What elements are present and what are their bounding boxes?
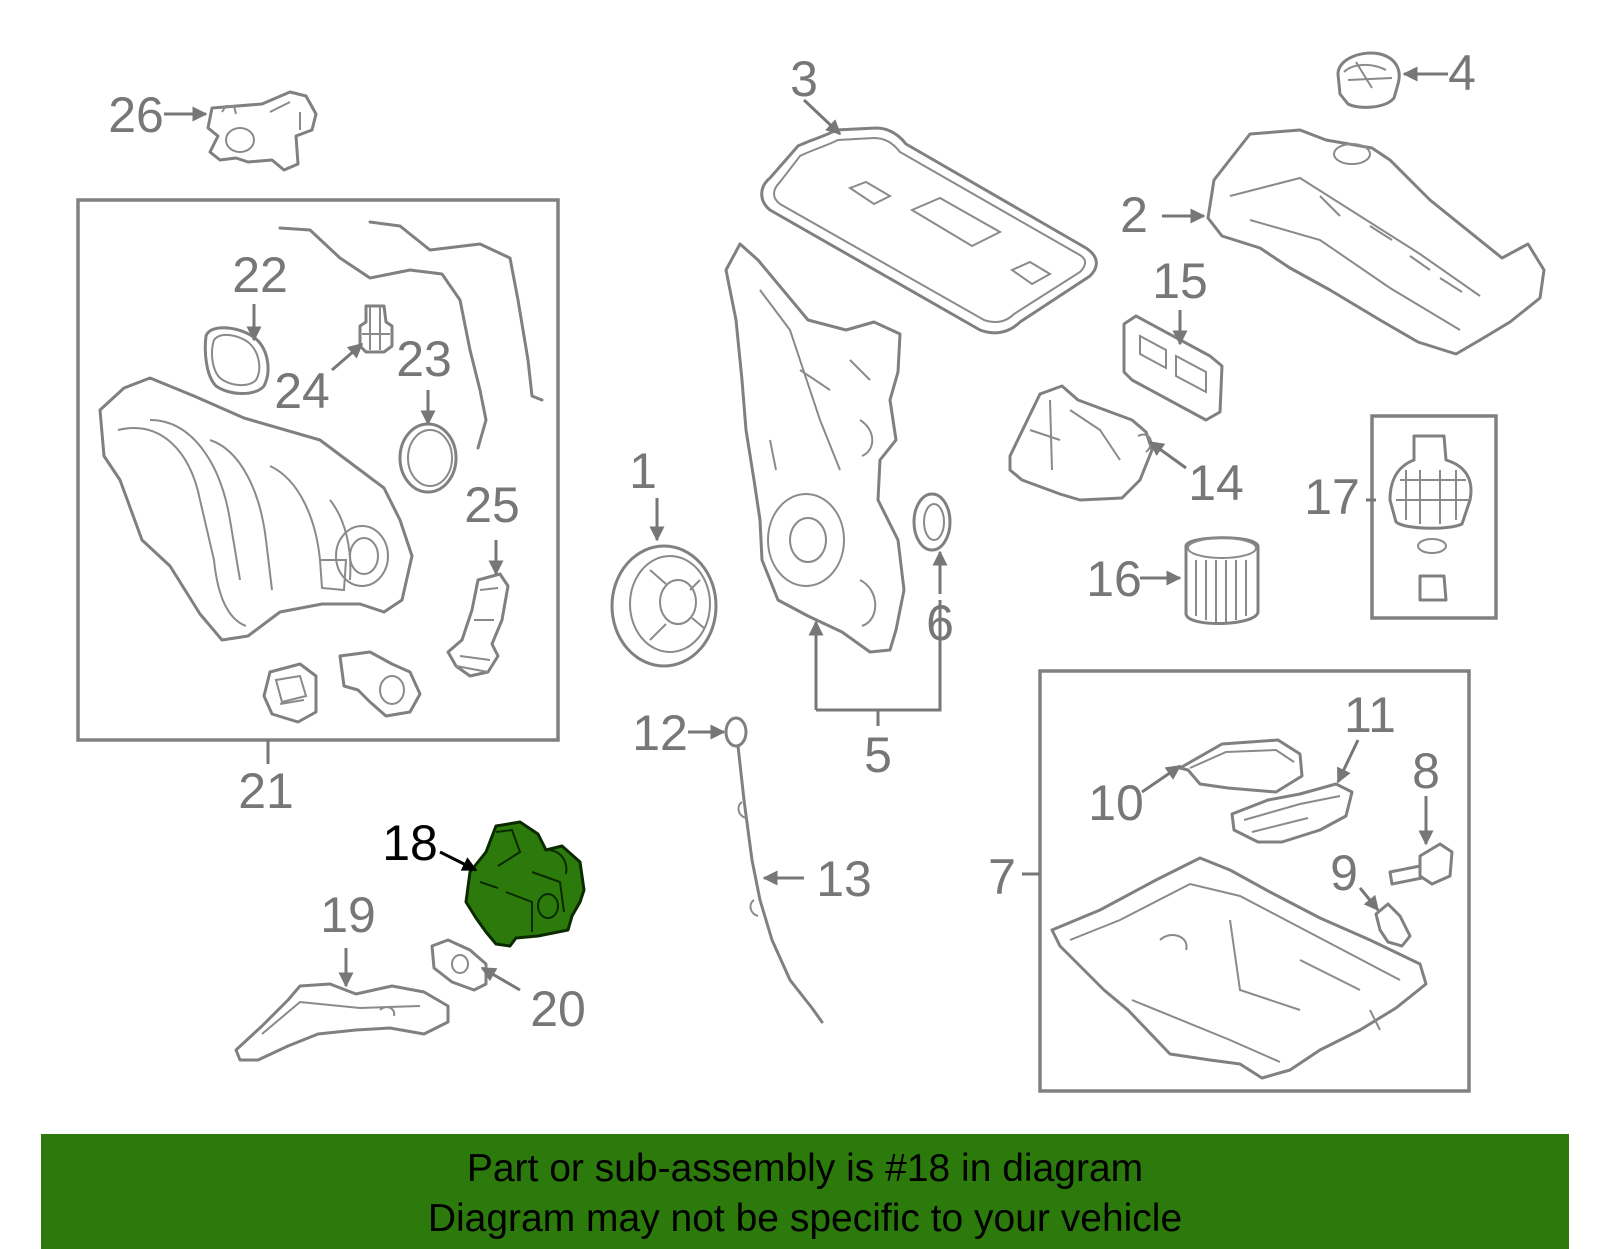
part-9-drain-plug[interactable] (1374, 902, 1412, 948)
callout-4: 4 (1448, 45, 1476, 101)
callout-6: 6 (926, 595, 954, 651)
part-26-engine-mount[interactable] (206, 90, 318, 172)
callout-17: 17 (1304, 469, 1360, 525)
part-7-oil-pan[interactable] (1050, 856, 1428, 1080)
part-5-timing-chain-cover[interactable] (724, 242, 906, 654)
part-16-oil-filter[interactable] (1184, 536, 1260, 625)
callout-26: 26 (108, 87, 164, 143)
part-13-dipstick-tube[interactable] (736, 744, 824, 1024)
callout-24: 24 (274, 363, 330, 419)
part-19-bracket[interactable] (234, 982, 450, 1062)
part-24-sensor[interactable] (358, 304, 394, 354)
intake-manifold-group-box (76, 198, 560, 742)
part-6-front-crank-seal[interactable] (912, 492, 952, 552)
part-3-valve-cover-gasket[interactable] (760, 126, 1098, 335)
part-8-bolt[interactable] (1388, 842, 1454, 886)
banner-part-note: Part or sub-assembly is #18 in diagram (466, 1147, 1144, 1190)
callout-10: 10 (1088, 775, 1144, 831)
part-4-oil-filler-cap[interactable] (1336, 51, 1401, 109)
part-21-intake-manifold[interactable] (98, 376, 414, 642)
callout-2: 2 (1120, 187, 1148, 243)
oil-filter-housing-group-box (1370, 414, 1498, 620)
oil-pan-group-box (1038, 669, 1471, 1093)
callout-21: 21 (238, 763, 294, 819)
callout-22: 22 (232, 247, 288, 303)
part-11-oil-strainer[interactable] (1230, 782, 1354, 844)
callout-13: 13 (816, 851, 872, 907)
callout-11: 11 (1344, 687, 1396, 743)
callout-16: 16 (1086, 551, 1142, 607)
part-17-oil-filter-housing-cap[interactable] (1388, 434, 1473, 602)
info-banner: Part or sub-assembly is #18 in diagram D… (41, 1134, 1569, 1249)
part-25-actuator[interactable] (446, 572, 510, 678)
callout-labels: 1 2 3 4 5 6 7 8 9 10 11 12 13 14 15 16 1… (108, 45, 1476, 1037)
part-12-dipstick-handle[interactable] (724, 716, 748, 748)
callout-19: 19 (320, 887, 376, 943)
callout-12: 12 (632, 705, 688, 761)
callout-25: 25 (464, 477, 520, 533)
part-2-valve-cover[interactable] (1206, 128, 1546, 356)
callout-1: 1 (629, 443, 657, 499)
part-10-oil-baffle[interactable] (1178, 738, 1304, 794)
part-22-intake-gasket[interactable] (203, 326, 270, 395)
part-vacuum-hoses (278, 220, 544, 450)
callout-20: 20 (530, 981, 586, 1037)
callout-9: 9 (1330, 845, 1358, 901)
part-21-small-gaskets (262, 650, 422, 724)
callout-23: 23 (396, 331, 452, 387)
leader-lines (164, 66, 1448, 992)
callout-18: 18 (382, 815, 438, 871)
callout-14: 14 (1188, 455, 1244, 511)
callout-3: 3 (790, 51, 818, 107)
part-15-gasket[interactable] (1122, 314, 1224, 422)
part-18-highlighted-component[interactable] (464, 820, 586, 948)
callout-15: 15 (1152, 253, 1208, 309)
callout-5: 5 (864, 727, 892, 783)
part-23-o-ring[interactable] (398, 422, 458, 494)
callout-7: 7 (988, 849, 1016, 905)
part-1-crankshaft-pulley[interactable] (610, 544, 718, 668)
callout-8: 8 (1412, 743, 1440, 799)
banner-disclaimer: Diagram may not be specific to your vehi… (427, 1197, 1183, 1240)
part-20-gasket[interactable] (430, 938, 488, 992)
part-14-oil-separator[interactable] (1008, 384, 1154, 502)
